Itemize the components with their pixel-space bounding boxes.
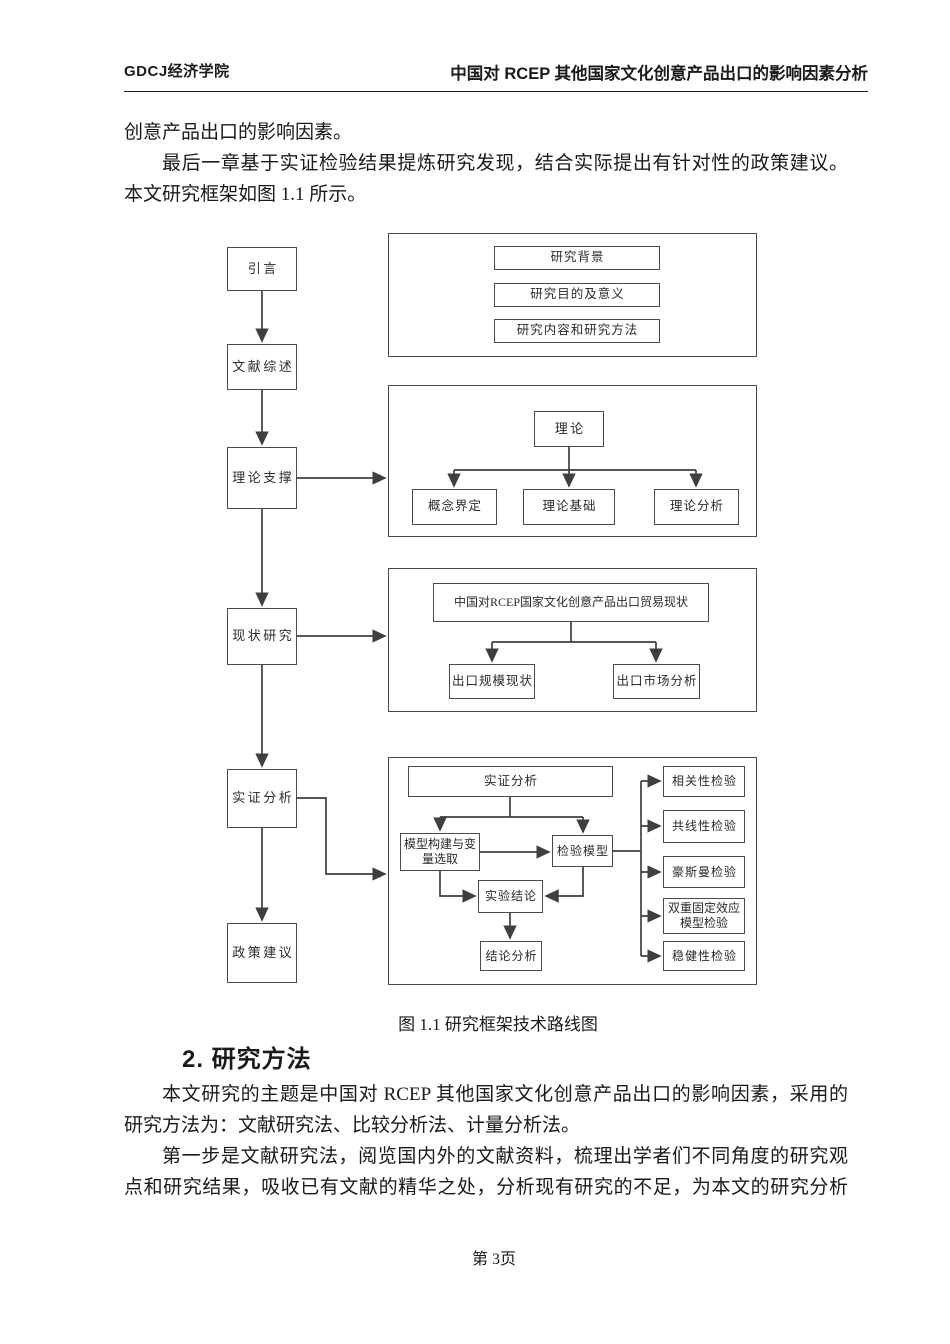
box-check-correlation: 相关性检验 [663,766,745,797]
paragraph-tail-line: 创意产品出口的影响因素。 [124,122,353,143]
paragraph1-line2: 本文研究框架如图 1.1 所示。 [124,184,367,205]
box-theory-support: 理论支撑 [227,447,297,509]
box-theory-analysis: 理论分析 [654,489,739,525]
box-concept-define: 概念界定 [412,489,497,525]
box-literature-review: 文献综述 [227,344,297,390]
paragraph2-line1: 本文研究的主题是中国对 RCEP 其他国家文化创意产品出口的影响因素，采用的 [162,1084,848,1105]
box-research-background: 研究背景 [494,246,660,270]
box-status-research: 现状研究 [227,608,297,665]
box-export-trade-status: 中国对RCEP国家文化创意产品出口贸易现状 [433,583,709,622]
connector-lines [255,291,703,963]
box-check-hausman: 豪斯曼检验 [663,856,745,888]
box-model-build: 模型构建与变量选取 [400,833,480,871]
paragraph2-line2: 研究方法为：文献研究法、比较分析法、计量分析法。 [124,1115,581,1136]
box-research-content: 研究内容和研究方法 [494,319,660,343]
page-number: 第 3页 [471,1251,516,1268]
paragraph3-line1: 第一步是文献研究法，阅览国内外的文献资料，梳理出学者们不同角度的研究观 [162,1146,848,1167]
box-theory: 理论 [534,411,604,447]
box-test-model: 检验模型 [552,835,613,867]
box-check-two-way-fixed: 双重固定效应模型检验 [663,898,745,934]
box-export-scale: 出口规模现状 [449,664,535,699]
box-empirical-analysis: 实证分析 [227,769,297,828]
header-school-name: GDCJ经济学院 [124,63,230,80]
paragraph3-line2: 点和研究结果，吸收已有文献的精华之处，分析现有研究的不足，为本文的研究分析 [124,1177,848,1198]
box-research-purpose: 研究目的及意义 [494,283,660,307]
box-theory-basis: 理论基础 [523,489,615,525]
section-heading: 2. 研究方法 [182,1046,312,1073]
paragraph1-line1: 最后一章基于实证检验结果提炼研究发现，结合实际提出有针对性的政策建议。 [162,153,848,174]
box-policy-advice: 政策建议 [227,923,297,983]
box-check-robustness: 稳健性检验 [663,941,745,971]
header-thesis-title: 中国对 RCEP 其他国家文化创意产品出口的影响因素分析 [450,65,868,83]
box-export-market: 出口市场分析 [613,664,700,699]
header-rule [124,91,868,92]
figure-caption: 图 1.1 研究框架技术路线图 [398,1015,598,1034]
box-experiment-result: 实验结论 [478,880,543,913]
box-introduction: 引言 [227,247,297,291]
box-conclusion-analysis: 结论分析 [480,941,542,971]
box-check-collinearity: 共线性检验 [663,810,745,843]
box-empirical-root: 实证分析 [408,766,613,797]
